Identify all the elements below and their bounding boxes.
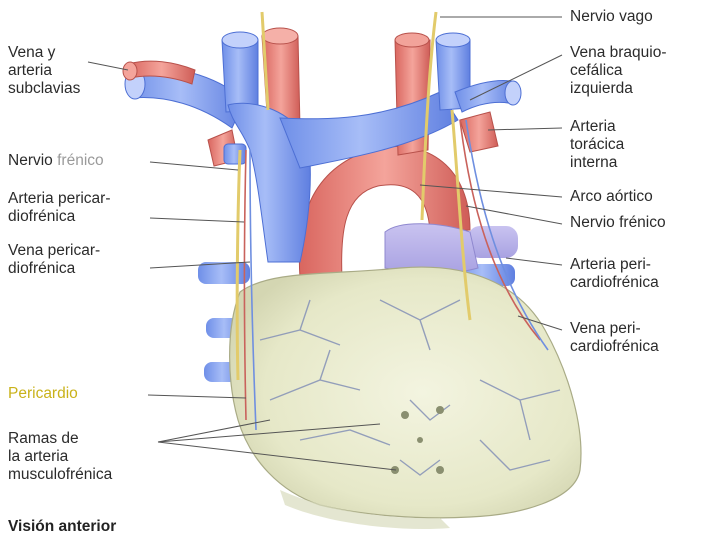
label-vena-braquiocefalica: Vena braquio- cefálica izquierda [570,44,667,97]
label-vision-anterior: Visión anterior [8,518,117,535]
label-vena-pericardiofrenica-left: Vena pericar- diofrénica [8,242,101,277]
branch-tips [391,406,444,474]
label-arco-aortico: Arco aórtico [570,188,653,205]
label-ramas-arteria-musculofrenica: Ramas de la arteria musculofrénica [8,430,113,483]
pericardiophrenic-vessels [243,119,549,431]
musculophrenic-branches [259,299,561,476]
label-arteria-pericardiofrenica-right: Arteria peri- cardiofrénica [570,256,659,291]
pericardium [229,266,582,530]
leader-lines [87,16,563,471]
label-nervio-vago: Nervio vago [570,8,653,25]
label-arteria-pericardiofrenica-left: Arteria pericar- diofrénica [8,190,111,225]
label-nervio-frenico-right: Nervio frénico [570,214,666,231]
label-arteria-toracica-interna: Arteria torácica interna [570,118,625,171]
label-nervio-frenico-left-text: Nervio [8,152,58,169]
label-pericardio: Pericardio [8,385,78,402]
label-vena-arteria-subclavias: Vena y arteria subclavias [8,44,81,97]
label-nervio-frenico-left-pale: frénico [57,152,104,169]
label-nervio-frenico-left: Nervio frénico [8,152,104,170]
label-vena-pericardiofrenica-right: Vena peri- cardiofrénica [570,320,659,355]
venous-system [122,31,522,263]
